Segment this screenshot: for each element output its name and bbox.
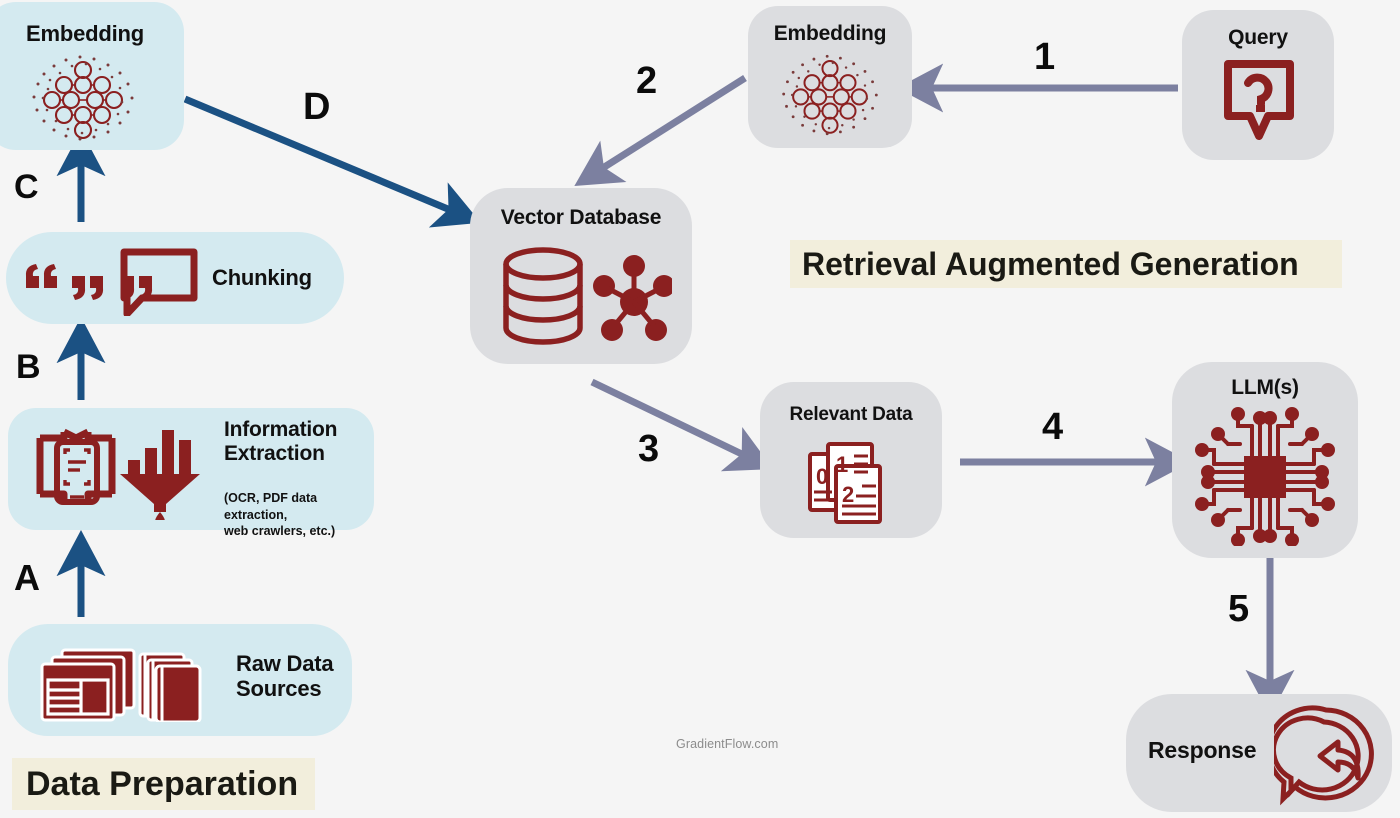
arrow-step-3	[590, 378, 774, 472]
step-label-1: 1	[1034, 36, 1056, 78]
quote-bubble-icon	[25, 248, 198, 316]
documents-stack-icon	[40, 648, 202, 722]
embedding-lattice-icon	[782, 54, 878, 136]
node-query-label: Query	[1228, 26, 1288, 49]
step-label-a: A	[14, 557, 40, 598]
node-information-extraction[interactable]: Information Extraction (OCR, PDF data ex…	[8, 408, 374, 538]
step-label-d: D	[303, 86, 331, 128]
svg-text:0: 0	[816, 464, 828, 489]
banner-rag-label: Retrieval Augmented Generation	[802, 245, 1299, 282]
node-embedding-left-label: Embedding	[26, 21, 144, 46]
node-information-extraction-sublabel: (OCR, PDF data extraction, web crawlers,…	[224, 491, 336, 538]
ranked-documents-icon: 0 1 2	[808, 442, 882, 524]
step-label-5: 5	[1228, 588, 1250, 630]
node-embedding-right-label: Embedding	[773, 22, 887, 45]
banner-data-preparation: Data Preparation	[12, 758, 315, 810]
step-label-2: 2	[636, 60, 658, 102]
reply-bubble-icon	[1274, 705, 1374, 806]
node-relevant-data[interactable]: Relevant Data 0 1 2	[760, 382, 942, 538]
banner-retrieval-augmented-generation: Retrieval Augmented Generation	[790, 240, 1342, 288]
node-response[interactable]: Response	[1126, 694, 1392, 812]
watermark-gradientflow: GradientFlow.com	[676, 737, 779, 751]
step-label-4: 4	[1042, 406, 1064, 448]
node-response-label: Response	[1148, 737, 1257, 763]
question-bubble-icon	[1224, 60, 1294, 140]
node-chunking[interactable]: Chunking	[6, 232, 344, 324]
node-embedding-left[interactable]: Embedding	[0, 2, 184, 150]
node-query[interactable]: Query	[1182, 10, 1334, 160]
node-llm-label: LLM(s)	[1231, 376, 1299, 399]
node-vector-database-label: Vector Database	[500, 206, 662, 229]
scanner-funnel-icon	[36, 428, 200, 520]
step-label-b: B	[16, 348, 41, 386]
database-network-icon	[503, 247, 672, 345]
chip-circuit-icon	[1195, 407, 1335, 546]
svg-text:1: 1	[836, 452, 848, 477]
node-chunking-label: Chunking	[212, 265, 312, 290]
node-vector-database[interactable]: Vector Database	[470, 188, 692, 364]
embedding-lattice-icon	[32, 55, 134, 141]
node-llm[interactable]: LLM(s)	[1172, 362, 1358, 558]
node-information-extraction-label: Information Extraction	[224, 418, 338, 465]
svg-text:2: 2	[842, 482, 854, 507]
node-raw-data-sources[interactable]: Raw Data Sources	[8, 624, 352, 736]
step-label-3: 3	[638, 428, 660, 470]
node-raw-data-sources-label: Raw Data Sources	[236, 651, 334, 701]
node-relevant-data-label: Relevant Data	[789, 404, 913, 425]
step-label-c: C	[14, 168, 39, 206]
node-embedding-right[interactable]: Embedding	[748, 6, 912, 148]
arrow-step-2	[574, 75, 747, 186]
banner-data-prep-label: Data Preparation	[26, 764, 299, 803]
